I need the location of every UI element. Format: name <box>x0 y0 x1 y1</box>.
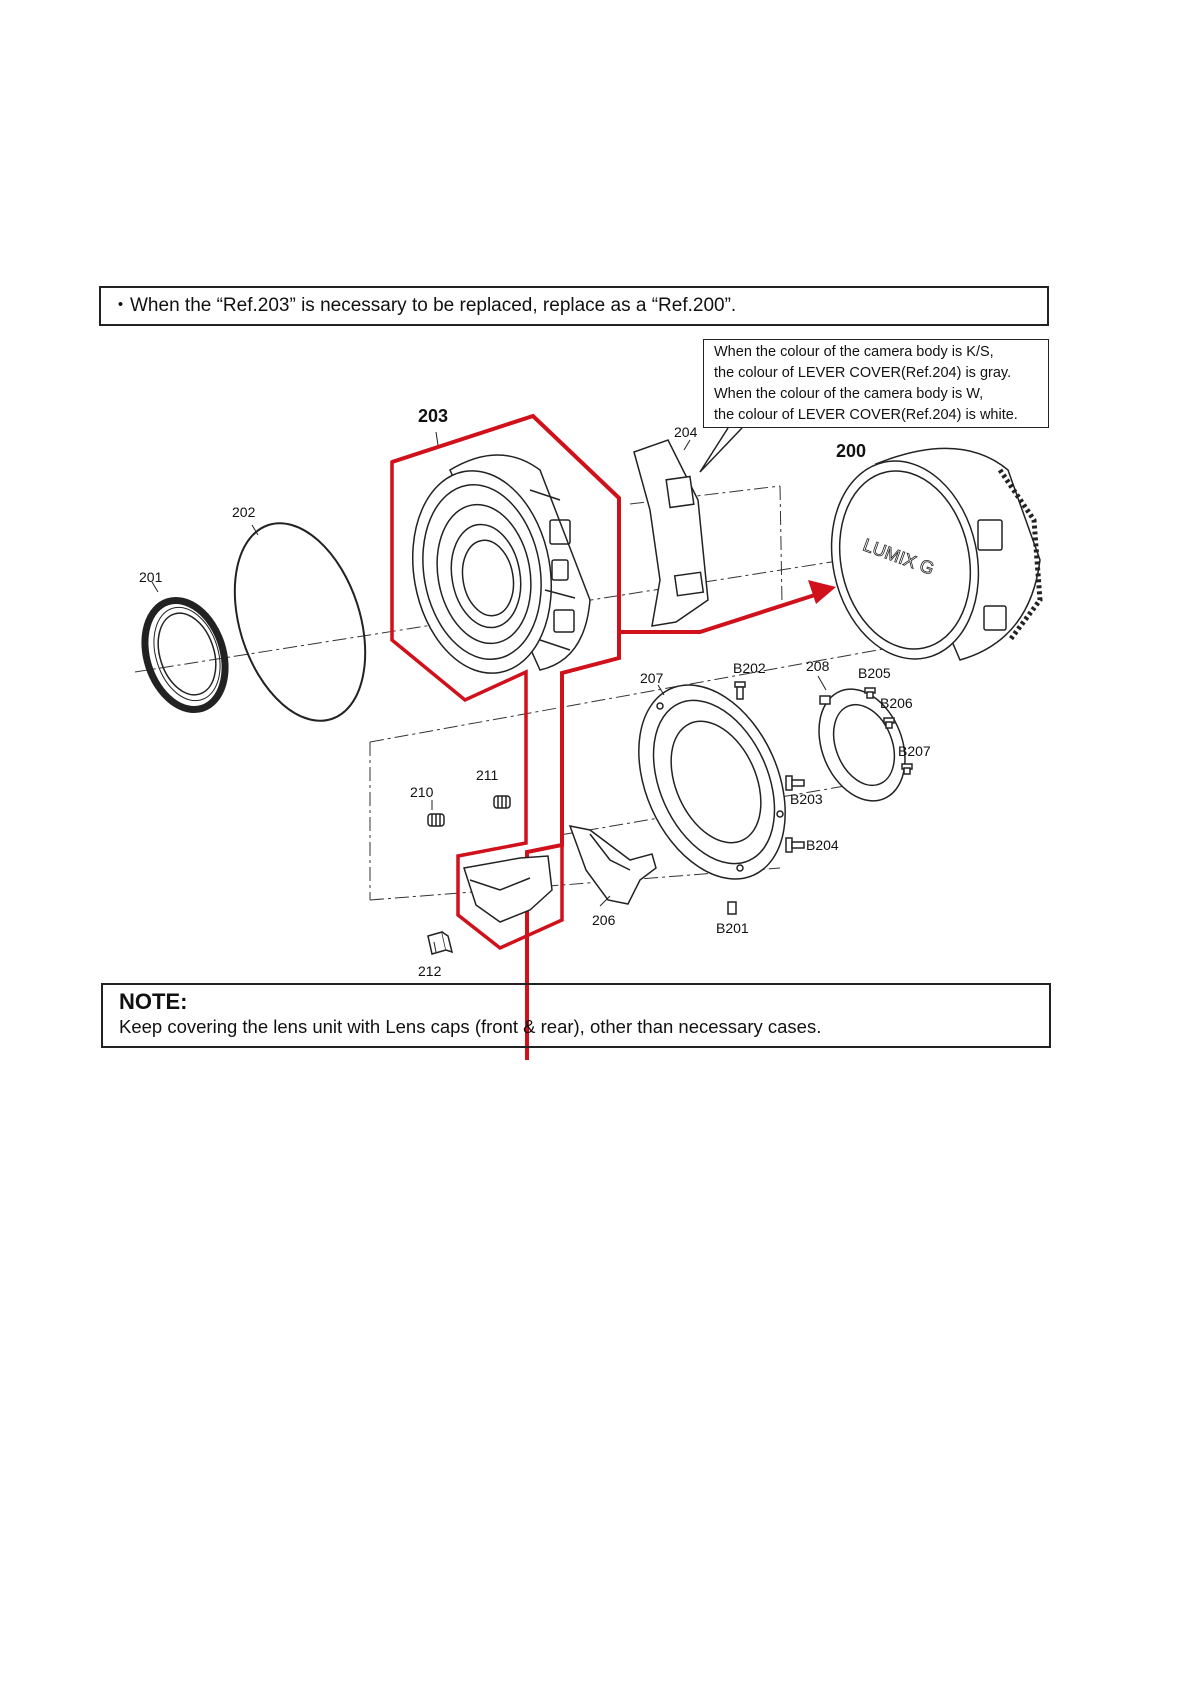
label-210: 210 <box>410 784 434 800</box>
screw-B202 <box>734 681 746 700</box>
label-202: 202 <box>232 504 256 520</box>
screw-B207 <box>901 763 913 775</box>
part-206-bracket <box>568 825 657 905</box>
part-210-spring <box>427 813 445 827</box>
callout-line-1: When the colour of the camera body is K/… <box>714 344 994 360</box>
label-203: 203 <box>418 406 448 426</box>
part-203-lens-unit <box>411 454 591 674</box>
screw-B201 <box>727 901 737 915</box>
label-207: 207 <box>640 670 664 686</box>
screw-B203 <box>785 775 805 791</box>
label-B207: B207 <box>898 743 931 759</box>
replacement-arrow <box>619 580 836 634</box>
leader-lines <box>151 431 827 953</box>
label-201: 201 <box>139 569 163 585</box>
callout-line-3: When the colour of the camera body is W, <box>714 386 984 402</box>
part-212 <box>427 931 454 955</box>
label-B205: B205 <box>858 665 891 681</box>
part-203-lower-plate <box>463 855 553 923</box>
screws <box>727 681 913 915</box>
part-208-contact-plate <box>818 688 906 802</box>
label-212: 212 <box>418 963 442 979</box>
screw-B204 <box>785 837 805 853</box>
label-B203: B203 <box>790 791 823 807</box>
handling-note: NOTE: Keep covering the lens unit with L… <box>101 983 1051 1048</box>
part-203-red-enclosure <box>390 414 621 951</box>
label-204: 204 <box>674 424 698 440</box>
screw-B206 <box>883 717 895 729</box>
label-B202: B202 <box>733 660 766 676</box>
label-B201: B201 <box>716 920 749 936</box>
label-211: 211 <box>476 767 499 783</box>
part-207-mount <box>638 684 786 880</box>
callout-line-2: the colour of LEVER COVER(Ref.204) is gr… <box>714 365 1012 381</box>
label-200: 200 <box>836 441 866 461</box>
part-200-lens-with-cap: LUMIX G <box>830 447 1043 661</box>
replacement-note: ・When the “Ref.203” is necessary to be r… <box>99 286 1049 326</box>
label-B206: B206 <box>880 695 913 711</box>
part-211-spring <box>493 795 511 809</box>
lever-cover-colour-callout: When the colour of the camera body is K/… <box>703 339 1049 428</box>
label-206: 206 <box>592 912 616 928</box>
label-208: 208 <box>806 658 830 674</box>
part-202-ring <box>233 522 367 722</box>
part-201-ring <box>141 596 229 714</box>
note-text: Keep covering the lens unit with Lens ca… <box>119 1016 822 1037</box>
screw-B205 <box>864 687 876 699</box>
note-title: NOTE: <box>119 989 188 1014</box>
label-B204: B204 <box>806 837 839 853</box>
callout-line-4: the colour of LEVER COVER(Ref.204) is wh… <box>714 407 1018 423</box>
part-204-lever-cover <box>633 439 709 627</box>
callout-pointer <box>699 427 743 473</box>
